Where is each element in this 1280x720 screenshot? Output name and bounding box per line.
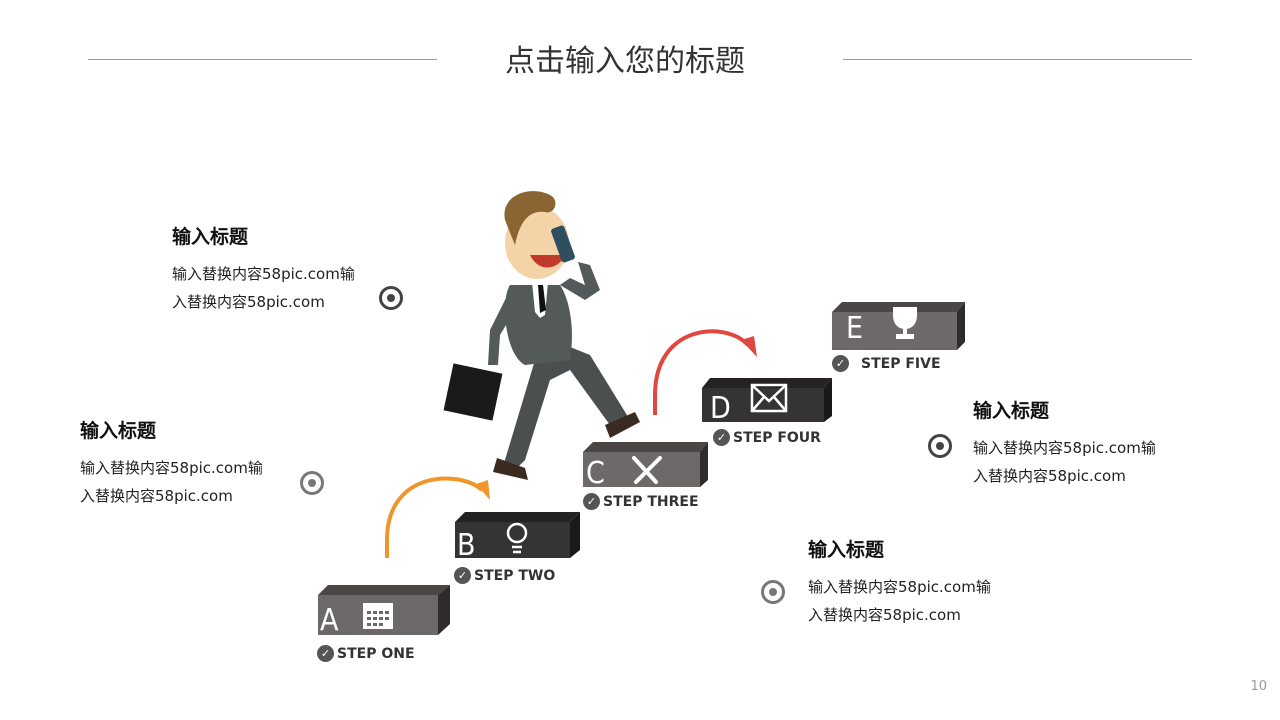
block-text-line[interactable]: 入替换内容58pic.com	[808, 606, 961, 624]
header-divider-right	[843, 59, 1192, 60]
block-text-line[interactable]: 入替换内容58pic.com	[80, 487, 233, 505]
step-label-two: ✓STEP TWO	[454, 567, 555, 584]
step-block-b	[455, 512, 580, 558]
step-label-one: ✓STEP ONE	[317, 645, 415, 662]
block-title[interactable]: 输入标题	[172, 226, 249, 248]
page-number: 10	[1250, 679, 1267, 694]
trophy-icon	[893, 307, 917, 339]
step-label-four: ✓STEP FOUR	[713, 429, 821, 446]
check-icon: ✓	[317, 645, 334, 662]
block-title[interactable]: 输入标题	[808, 539, 885, 561]
step-label-five: ✓ STEP FIVE	[832, 355, 941, 372]
block-title[interactable]: 输入标题	[80, 420, 157, 442]
red-arrow	[653, 329, 750, 415]
businessman-illustration	[443, 191, 640, 480]
step-label-text: STEP TWO	[474, 567, 556, 584]
step-label-three: ✓STEP THREE	[583, 493, 699, 510]
check-icon: ✓	[832, 355, 849, 372]
step-block-e	[832, 302, 965, 350]
bullet-marker-icon	[761, 580, 785, 604]
bullet-marker-icon	[300, 471, 324, 495]
step-label-text: STEP THREE	[603, 493, 699, 510]
block-title[interactable]: 输入标题	[973, 400, 1050, 422]
svg-text:B: B	[457, 528, 476, 563]
block-text-line[interactable]: 输入替换内容58pic.com输	[80, 459, 263, 477]
check-icon: ✓	[713, 429, 730, 446]
step-letters: A B C D E	[320, 311, 863, 638]
svg-text:C: C	[586, 456, 605, 491]
orange-arrow	[385, 476, 484, 558]
block-text-line[interactable]: 入替换内容58pic.com	[172, 293, 325, 311]
svg-text:A: A	[320, 603, 339, 638]
block-text-line[interactable]: 输入替换内容58pic.com输	[172, 265, 355, 283]
header-divider-left	[88, 59, 437, 60]
red-arrowhead	[741, 336, 757, 357]
tools-icon	[632, 456, 662, 484]
lightbulb-icon	[506, 522, 528, 554]
step-block-a	[318, 585, 450, 635]
block-text-line[interactable]: 入替换内容58pic.com	[973, 467, 1126, 485]
envelope-icon	[750, 383, 788, 413]
step-label-text: STEP FIVE	[861, 355, 941, 372]
step-block-c	[583, 442, 708, 487]
bullet-marker-icon	[928, 434, 952, 458]
block-text-line[interactable]: 输入替换内容58pic.com输	[808, 578, 991, 596]
page-title[interactable]: 点击输入您的标题	[505, 44, 745, 79]
orange-arrowhead	[476, 480, 490, 500]
step-label-text: STEP FOUR	[733, 429, 821, 446]
check-icon: ✓	[454, 567, 471, 584]
bullet-marker-icon	[379, 286, 403, 310]
svg-text:D: D	[710, 391, 731, 426]
block-text-line[interactable]: 输入替换内容58pic.com输	[973, 439, 1156, 457]
svg-text:E: E	[846, 311, 863, 346]
step-block-d	[702, 378, 832, 422]
check-icon: ✓	[583, 493, 600, 510]
step-label-text: STEP ONE	[337, 645, 415, 662]
